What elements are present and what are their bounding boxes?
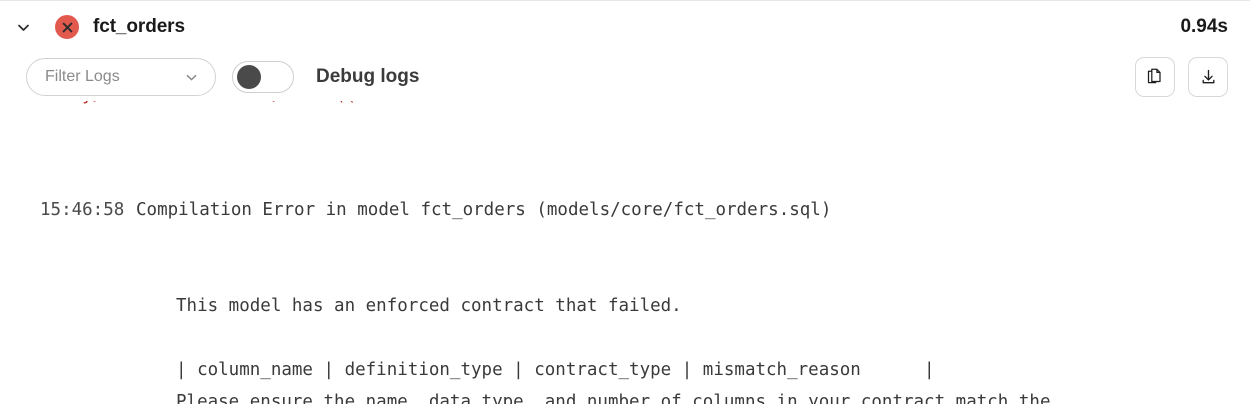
run-duration: 0.94s: [1180, 16, 1228, 37]
chevron-down-icon: [186, 74, 197, 80]
log-panel-header: fct_orders 0.94s: [0, 1, 1250, 53]
log-line-clipped-above: retry/ 13:46 ... 13:46/ ... ((5.: [0, 101, 1250, 111]
copy-logs-button[interactable]: [1135, 57, 1175, 97]
download-logs-button[interactable]: [1188, 57, 1228, 97]
toggle-knob: [237, 65, 261, 89]
log-line: 15:46:58 Compilation Error in model fct_o…: [0, 194, 1250, 226]
filter-logs-placeholder: Filter Logs: [45, 68, 120, 85]
debug-logs-label: Debug logs: [316, 66, 420, 87]
log-entry: 15:46:58 Compilation Error in model fct_o…: [0, 130, 1250, 404]
page-title: fct_orders: [93, 16, 185, 37]
collapse-chevron-down-icon[interactable]: [10, 14, 36, 40]
log-output[interactable]: retry/ 13:46 ... 13:46/ ... ((5. 15:46:5…: [0, 101, 1250, 404]
error-circle-x-icon: [55, 15, 79, 39]
log-line: This model has an enforced contract that…: [0, 290, 1250, 322]
log-line: Please ensure the name, data_type, and n…: [0, 386, 1250, 404]
copy-pages-icon: [1147, 68, 1161, 83]
table-row: | column_name | definition_type | contra…: [176, 360, 935, 380]
log-message-text: This model has an enforced contract that…: [176, 296, 682, 316]
log-message-text: Compilation Error in model fct_orders (m…: [136, 200, 832, 220]
download-icon: [1202, 69, 1214, 83]
debug-logs-toggle[interactable]: [232, 61, 294, 93]
contract-mismatch-table: | column_name | definition_type | contra…: [0, 290, 1250, 404]
log-message-text: Please ensure the name, data_type, and n…: [176, 392, 1051, 404]
log-timestamp: 15:46:58: [40, 200, 125, 220]
log-toolbar: Filter Logs Debug logs: [0, 53, 1250, 101]
filter-logs-select[interactable]: Filter Logs: [26, 58, 216, 96]
